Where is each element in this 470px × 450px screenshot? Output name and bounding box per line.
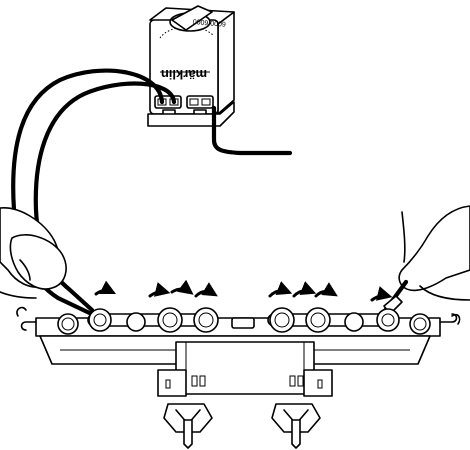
transformer-socket-group-right bbox=[186, 95, 214, 117]
rotation-arrow-icon bbox=[292, 281, 317, 298]
rotation-arrow-icon bbox=[268, 281, 293, 298]
transformer: 6000 6000 märklin bbox=[147, 5, 235, 127]
rotation-arrow-icon bbox=[94, 280, 117, 296]
rotation-arrow-icon bbox=[170, 279, 194, 295]
pickup-shoe-left bbox=[163, 403, 213, 449]
rotation-arrow-icon bbox=[148, 282, 171, 298]
rotation-arrow-icon bbox=[370, 286, 393, 302]
speed-dial-knob bbox=[169, 5, 213, 32]
left-hand bbox=[0, 207, 67, 299]
pickup-shoe-right bbox=[271, 403, 321, 449]
transformer-brand: märklin bbox=[161, 67, 207, 82]
rotation-arrows bbox=[94, 279, 393, 302]
right-hand bbox=[381, 205, 470, 315]
rotation-arrow-icon bbox=[314, 282, 338, 298]
transformer-model-text: 6000 6000 bbox=[192, 17, 226, 27]
locomotive-chassis bbox=[16, 306, 461, 397]
rotation-arrow-icon bbox=[194, 282, 218, 298]
wheelset bbox=[57, 307, 431, 335]
